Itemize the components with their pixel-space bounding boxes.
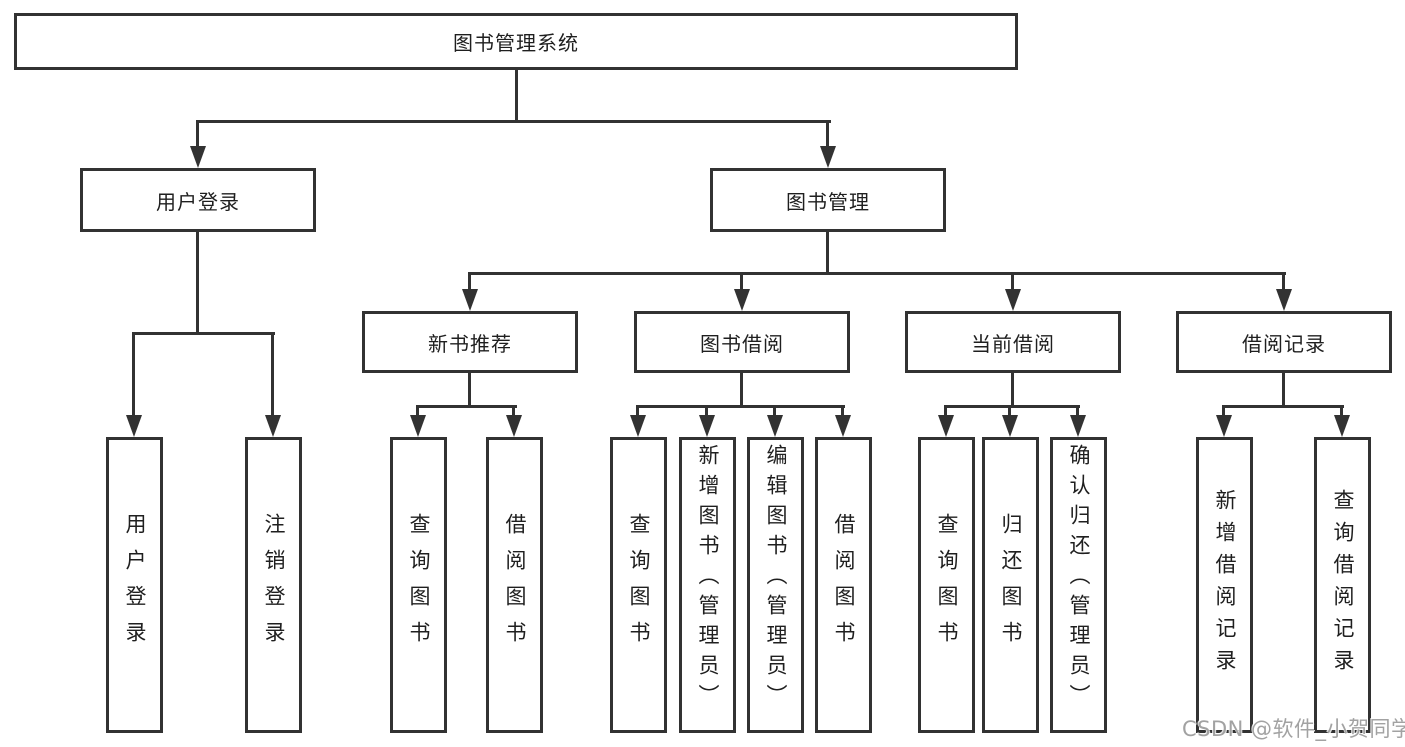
- arrowhead-down-icon: [835, 415, 851, 437]
- leaf-logout: 注销登录: [245, 437, 302, 733]
- leaf-query-books-borrow: 查询图书: [610, 437, 667, 733]
- node-label: 用户登录: [156, 189, 240, 214]
- connector-vline: [196, 232, 199, 335]
- node-current-borrow: 当前借阅: [905, 311, 1121, 373]
- arrow-stem: [1222, 405, 1225, 419]
- arrow-stem: [132, 332, 135, 418]
- arrowhead-down-icon: [1334, 415, 1350, 437]
- arrow-stem: [944, 405, 947, 419]
- leaf-label: 查询图书: [407, 513, 431, 657]
- leaf-query-books-recommend: 查询图书: [390, 437, 447, 733]
- csdn-watermark: CSDN @软件_小贺同学: [1182, 717, 1405, 741]
- connector-hline: [416, 405, 517, 408]
- connector-hline: [636, 405, 845, 408]
- leaf-label: 查询图书: [627, 513, 651, 657]
- arrowhead-down-icon: [1002, 415, 1018, 437]
- leaf-edit-books-admin: 编辑图书（管理员）: [747, 437, 804, 733]
- arrowhead-down-icon: [734, 289, 750, 311]
- leaf-label: 查询图书: [935, 513, 959, 657]
- node-label: 当前借阅: [971, 331, 1055, 356]
- node-user-login: 用户登录: [80, 168, 316, 232]
- arrowhead-down-icon: [190, 146, 206, 168]
- arrowhead-down-icon: [265, 415, 281, 437]
- connector-vline: [740, 373, 743, 408]
- node-root-system: 图书管理系统: [14, 13, 1018, 70]
- leaf-label: 归还图书: [999, 513, 1023, 657]
- node-new-book-recommend: 新书推荐: [362, 311, 578, 373]
- arrow-stem: [1011, 272, 1014, 293]
- node-label: 图书管理: [786, 189, 870, 214]
- leaf-user-login: 用户登录: [106, 437, 163, 733]
- arrow-stem: [1076, 405, 1079, 419]
- arrowhead-down-icon: [410, 415, 426, 437]
- connector-hline: [197, 120, 831, 123]
- arrow-stem: [740, 272, 743, 293]
- arrow-stem: [271, 332, 274, 418]
- arrowhead-down-icon: [126, 415, 142, 437]
- arrow-stem: [196, 120, 199, 150]
- node-book-borrow: 图书借阅: [634, 311, 850, 373]
- leaf-label: 用户登录: [123, 513, 147, 657]
- connector-vline: [468, 373, 471, 408]
- leaf-label: 借阅图书: [503, 513, 527, 657]
- connector-vline: [826, 232, 829, 275]
- arrowhead-down-icon: [1276, 289, 1292, 311]
- leaf-label: 新增图书（管理员）: [696, 444, 720, 714]
- arrowhead-down-icon: [938, 415, 954, 437]
- node-book-management: 图书管理: [710, 168, 946, 232]
- node-label: 新书推荐: [428, 331, 512, 356]
- arrow-stem: [1008, 405, 1011, 419]
- arrowhead-down-icon: [1070, 415, 1086, 437]
- connector-vline: [1011, 373, 1014, 408]
- leaf-label: 查询借阅记录: [1331, 489, 1355, 681]
- connector-hline: [1222, 405, 1344, 408]
- arrowhead-down-icon: [1216, 415, 1232, 437]
- arrowhead-down-icon: [820, 146, 836, 168]
- arrowhead-down-icon: [506, 415, 522, 437]
- connector-hline: [944, 405, 1080, 408]
- arrow-stem: [826, 120, 829, 150]
- arrowhead-down-icon: [630, 415, 646, 437]
- node-label: 借阅记录: [1242, 331, 1326, 356]
- leaf-query-books-current: 查询图书: [918, 437, 975, 733]
- arrow-stem: [841, 405, 844, 419]
- leaf-label: 编辑图书（管理员）: [764, 444, 788, 714]
- arrowhead-down-icon: [462, 289, 478, 311]
- leaf-label: 注销登录: [262, 513, 286, 657]
- node-label: 图书借阅: [700, 331, 784, 356]
- node-label: 图书管理系统: [453, 31, 579, 55]
- connector-vline: [515, 70, 518, 123]
- leaf-query-borrow-record: 查询借阅记录: [1314, 437, 1371, 733]
- arrow-stem: [512, 405, 515, 419]
- leaf-label: 新增借阅记录: [1213, 489, 1237, 681]
- connector-hline: [132, 332, 275, 335]
- arrow-stem: [773, 405, 776, 419]
- arrow-stem: [1282, 272, 1285, 293]
- leaf-confirm-return-admin: 确认归还（管理员）: [1050, 437, 1107, 733]
- leaf-label: 确认归还（管理员）: [1067, 444, 1091, 714]
- connector-vline: [1282, 373, 1285, 408]
- arrow-stem: [416, 405, 419, 419]
- arrow-stem: [636, 405, 639, 419]
- leaf-borrow-books-recommend: 借阅图书: [486, 437, 543, 733]
- leaf-add-borrow-record: 新增借阅记录: [1196, 437, 1253, 733]
- leaf-add-books-admin: 新增图书（管理员）: [679, 437, 736, 733]
- leaf-return-books: 归还图书: [982, 437, 1039, 733]
- arrowhead-down-icon: [699, 415, 715, 437]
- connector-hline: [468, 272, 1286, 275]
- node-borrow-records: 借阅记录: [1176, 311, 1392, 373]
- arrowhead-down-icon: [1005, 289, 1021, 311]
- arrow-stem: [468, 272, 471, 293]
- leaf-borrow-books: 借阅图书: [815, 437, 872, 733]
- arrowhead-down-icon: [767, 415, 783, 437]
- arrow-stem: [705, 405, 708, 419]
- leaf-label: 借阅图书: [832, 513, 856, 657]
- arrow-stem: [1340, 405, 1343, 419]
